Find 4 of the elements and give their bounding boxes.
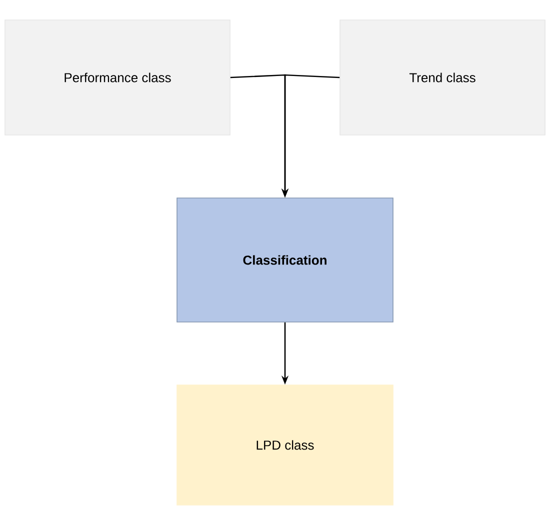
process-box: LPD class xyxy=(176,384,394,506)
process-box: Trend class xyxy=(340,20,546,136)
process-box: Classification xyxy=(176,198,394,322)
process-box: Performance class xyxy=(4,20,230,136)
